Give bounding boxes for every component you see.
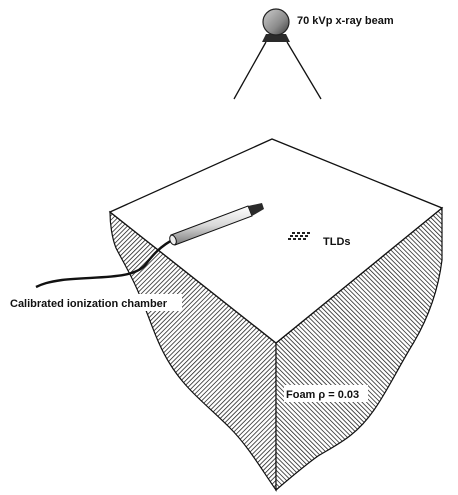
chamber-label: Calibrated ionization chamber [10, 298, 168, 310]
x-ray-tube-icon [262, 8, 290, 42]
ionization-chamber-icon [169, 203, 264, 246]
phantom-right-face [275, 206, 443, 492]
chamber-cable [35, 236, 177, 289]
dosimeter-chips-icon [288, 232, 310, 240]
beam-label: 70 kVp x-ray beam [297, 15, 394, 27]
phantom-left-face [109, 210, 277, 492]
foam-label: Foam ρ = 0.03 [286, 389, 359, 401]
tlds-label: TLDs [323, 236, 351, 248]
foam-label-bg [284, 385, 368, 402]
beam-edge-right [286, 41, 322, 100]
phantom-top-face [108, 138, 444, 344]
beam-edge-left [233, 41, 267, 100]
chamber-label-bg [8, 294, 182, 311]
